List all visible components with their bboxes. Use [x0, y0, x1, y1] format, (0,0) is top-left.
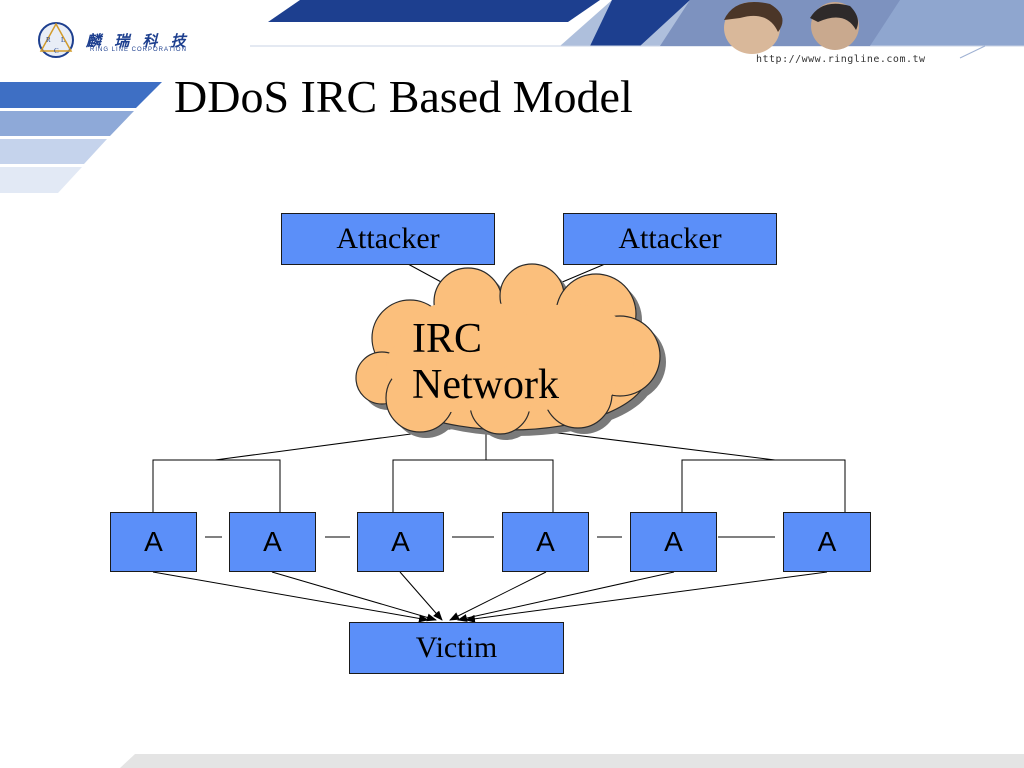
agent-label: A — [817, 526, 837, 557]
agent-node: A — [630, 512, 717, 572]
irc-network-cloud — [355, 263, 666, 440]
attacker-node: Attacker — [281, 213, 495, 265]
header-banner — [250, 0, 1024, 59]
person-photo — [660, 0, 900, 54]
victim-label: Victim — [415, 631, 498, 664]
left-stripes — [0, 82, 162, 193]
agent-node: A — [110, 512, 197, 572]
attacker-label: Attacker — [618, 222, 722, 255]
agent-label: A — [391, 526, 410, 557]
company-logo-subtext: RING LINE CORPORATION — [90, 47, 187, 53]
agent-label: A — [664, 526, 683, 557]
svg-text:R: R — [46, 36, 51, 44]
victim-node: Victim — [349, 622, 564, 674]
agent-node: A — [229, 512, 316, 572]
agent-node: A — [357, 512, 444, 572]
slide-title: DDoS IRC Based Model — [174, 71, 633, 122]
agent-node: A — [502, 512, 589, 572]
attack-arrows — [152, 571, 828, 623]
attacker-label: Attacker — [336, 222, 440, 255]
company-logo-text: 麟 瑞 科 技 — [86, 32, 190, 50]
agent-label: A — [536, 526, 555, 557]
svg-text:C: C — [54, 47, 59, 55]
irc-network-label-line2: Network — [412, 362, 559, 408]
agent-label: A — [144, 526, 163, 557]
svg-text:L: L — [61, 36, 65, 44]
irc-network-label: IRC Network — [412, 316, 612, 408]
ringline-logo-emblem: R L C — [38, 22, 74, 58]
irc-network-label-line1: IRC — [412, 316, 483, 362]
bottom-stripe — [120, 754, 1024, 768]
agent-label: A — [263, 526, 282, 557]
attacker-node: Attacker — [563, 213, 777, 265]
website-url: http://www.ringline.com.tw — [756, 54, 926, 65]
agent-node: A — [783, 512, 871, 572]
